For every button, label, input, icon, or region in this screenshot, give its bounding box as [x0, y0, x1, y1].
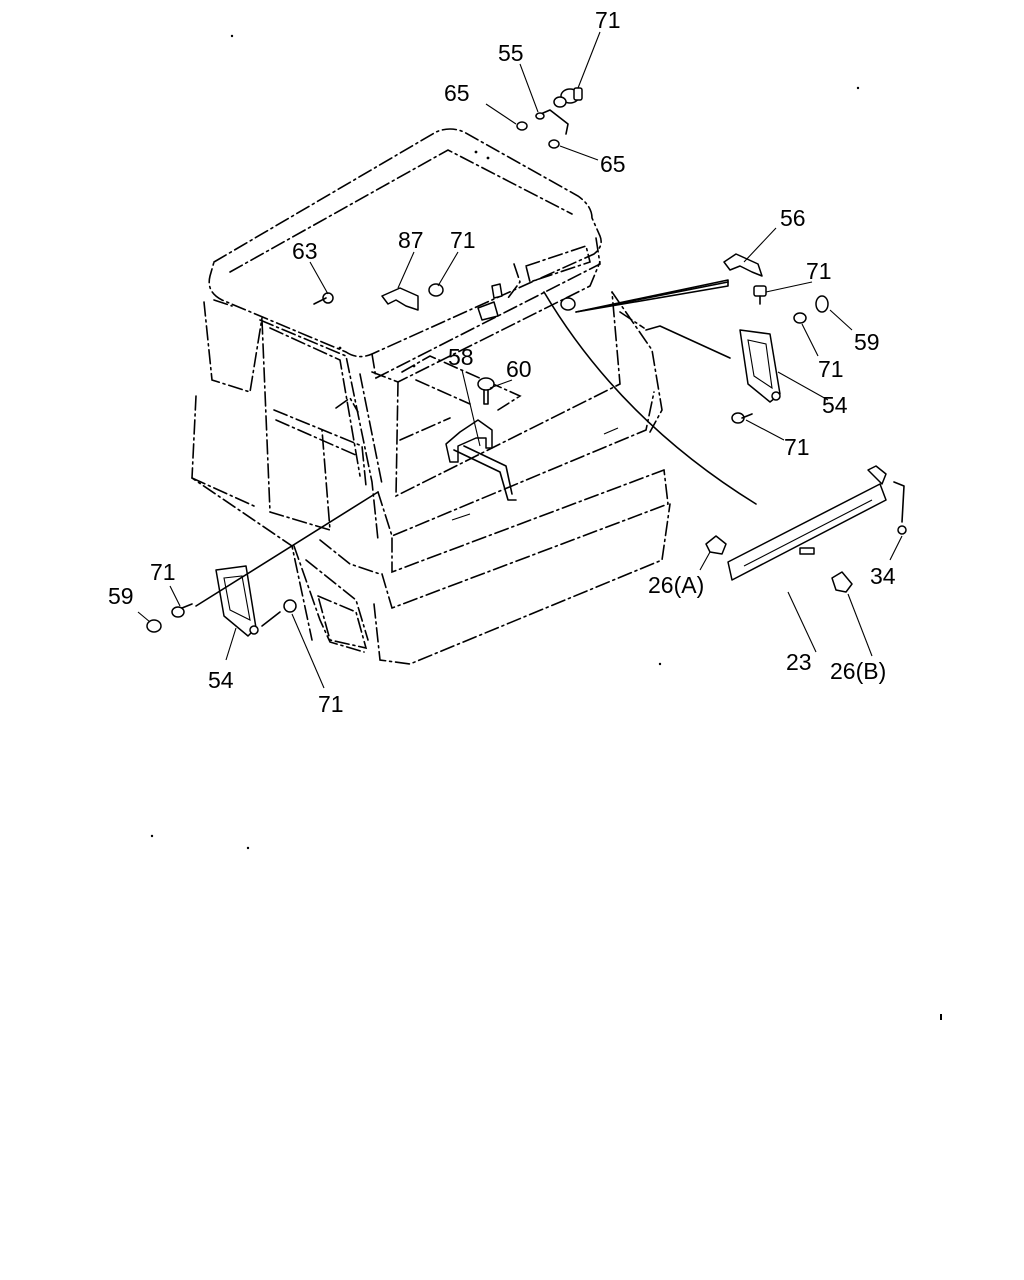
callout-71-right-upper: 71 [806, 258, 832, 284]
cab-body [150, 34, 942, 1020]
callout-60: 60 [506, 356, 532, 382]
bolt-part-71-right-lower [731, 412, 753, 424]
callout-63: 63 [292, 238, 318, 264]
leader-lines [137, 31, 903, 689]
callout-34: 34 [870, 563, 896, 589]
handle-part-56 [723, 253, 763, 277]
cap-part-59-right [815, 295, 829, 313]
handle-plate-part-54-left [215, 565, 259, 637]
callout-26a: 26(A) [648, 572, 704, 598]
callout-labels: 71 55 65 65 56 71 59 87 71 63 71 54 58 6… [108, 7, 896, 717]
callout-71-bottom: 71 [318, 691, 344, 717]
callout-54-left: 54 [208, 667, 234, 693]
callout-65-left: 65 [444, 80, 470, 106]
bolt-part-71-left [171, 603, 193, 618]
callout-71-right-lower: 71 [784, 434, 810, 460]
bolt-part-71-right-upper [753, 285, 767, 305]
knob-part-60 [477, 377, 495, 405]
clip-part-26a [705, 535, 727, 555]
callout-55: 55 [498, 40, 524, 66]
callout-56: 56 [780, 205, 806, 231]
washer-part-65-left [516, 121, 528, 131]
callout-23: 23 [786, 649, 812, 675]
clip-part-26b [831, 571, 853, 593]
handle-plate-part-54-right [739, 329, 781, 403]
bolt-part-71-right-mid [793, 312, 807, 324]
callout-87: 87 [398, 227, 424, 253]
callout-65-right: 65 [600, 151, 626, 177]
callout-71-right-mid: 71 [818, 356, 844, 382]
knob-part-71-top [553, 87, 583, 108]
sun-visor-part-23 [727, 465, 887, 581]
callout-54-right: 54 [822, 392, 848, 418]
washer-part-65-right [548, 139, 560, 149]
screw-part-34 [893, 481, 907, 535]
screw-part-63 [313, 292, 334, 305]
callout-59-left: 59 [108, 583, 134, 609]
callout-59-right: 59 [854, 329, 880, 355]
grab-handle-part-87 [381, 283, 444, 311]
bolt-part-71-bottom [261, 599, 297, 627]
cap-part-59-left [146, 619, 162, 633]
callout-58: 58 [448, 344, 474, 370]
harness-curve [543, 291, 757, 505]
callout-71-left: 71 [150, 559, 176, 585]
callout-71-mid: 71 [450, 227, 476, 253]
callout-71-top: 71 [595, 7, 621, 33]
callout-26b: 26(B) [830, 658, 886, 684]
handle-part-55 [535, 109, 569, 135]
pipe-bracket-part-58 [445, 419, 517, 501]
